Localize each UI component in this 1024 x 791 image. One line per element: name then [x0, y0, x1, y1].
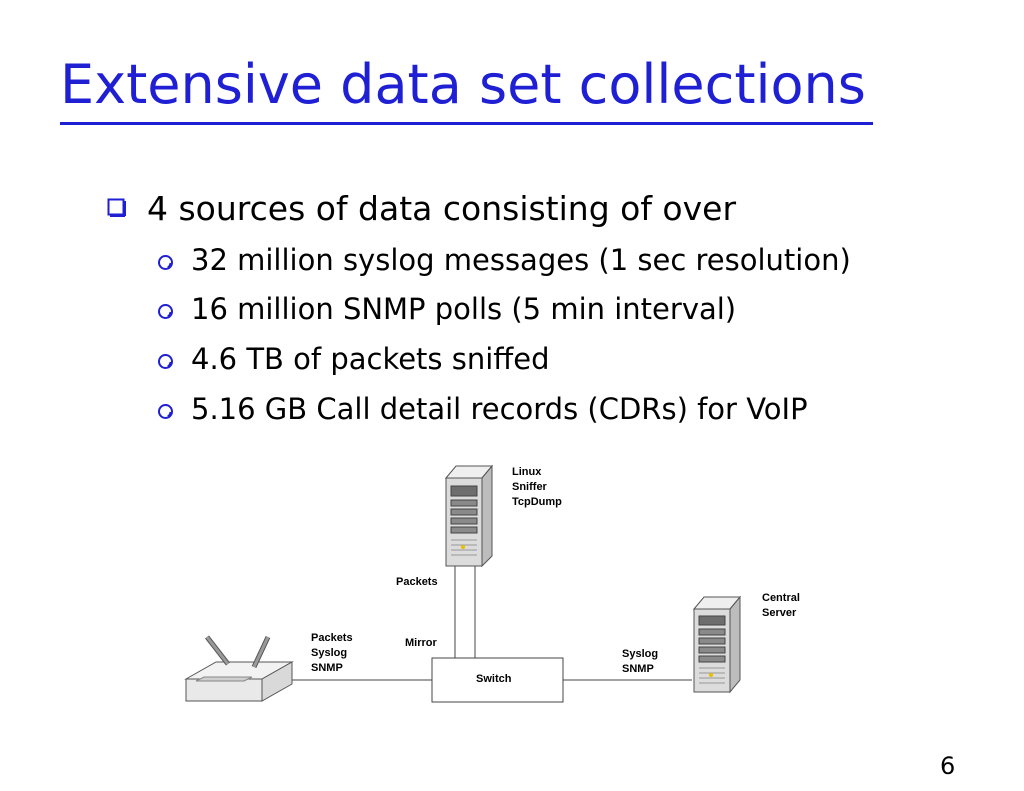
label-central: Central — [762, 592, 800, 604]
label-packets-left: Packets — [311, 632, 353, 644]
wireless-router-icon — [184, 635, 294, 702]
circle-bullet-icon — [158, 354, 173, 369]
label-snmp-left: SNMP — [311, 662, 343, 674]
sub-bullet-text: 4.6 TB of packets sniffed — [191, 342, 550, 376]
server-tower-icon — [692, 595, 742, 694]
sub-bullet-text: 32 million syslog messages (1 sec resolu… — [191, 243, 851, 277]
switch-box — [431, 657, 564, 703]
slide-title: Extensive data set collections — [60, 53, 866, 116]
sub-bullet-text: 5.16 GB Call detail records (CDRs) for V… — [191, 392, 808, 426]
label-packets-top: Packets — [396, 576, 438, 588]
label-syslog-right: Syslog — [622, 648, 658, 660]
label-linux: Linux — [512, 466, 542, 478]
circle-bullet-icon — [158, 404, 173, 419]
label-mirror: Mirror — [405, 637, 438, 649]
label-sniffer: Sniffer — [512, 481, 548, 493]
circle-bullet-icon — [158, 304, 173, 319]
title-underline — [60, 122, 873, 125]
server-tower-icon — [444, 464, 494, 568]
page-number: 6 — [940, 752, 956, 780]
label-switch: Switch — [476, 673, 512, 685]
label-tcpdump: TcpDump — [512, 496, 562, 508]
circle-bullet-icon — [158, 255, 173, 270]
label-server: Server — [762, 607, 797, 619]
sub-bullet-text: 16 million SNMP polls (5 min interval) — [191, 292, 737, 326]
label-syslog-left: Syslog — [311, 647, 347, 659]
square-bullet-icon — [107, 198, 126, 217]
label-snmp-right: SNMP — [622, 663, 654, 675]
bullet-text: 4 sources of data consisting of over — [147, 189, 737, 228]
